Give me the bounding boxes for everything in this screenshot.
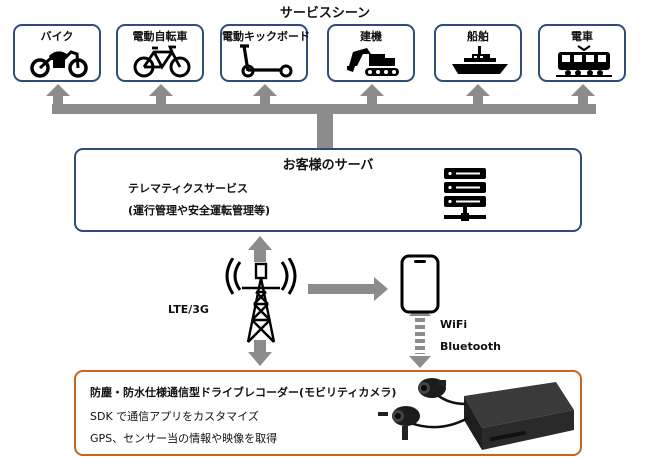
scene-excavator: 建機 <box>327 24 415 82</box>
bicycle-icon <box>133 45 191 78</box>
server-title: お客様のサーバ <box>282 158 374 173</box>
smartphone-icon <box>400 254 440 314</box>
scene-ship: 船舶 <box>434 24 522 82</box>
cell-tower-icon <box>225 258 297 343</box>
scene-kick-scooter: 電動キックボード <box>220 24 310 82</box>
excavator-icon <box>347 48 399 76</box>
server-line2: (運行管理や安全運転管理等) <box>128 204 271 217</box>
ship-icon <box>452 46 508 74</box>
server-rack-icon <box>444 168 486 221</box>
scene-bicycle: 電動自転車 <box>116 24 204 82</box>
recorder-line1: SDK で通信アプリをカスタマイズ <box>90 410 259 423</box>
scene-train: 電車 <box>538 24 626 82</box>
train-icon <box>556 45 612 77</box>
service-scenes-title: サービスシーン <box>279 6 371 21</box>
dashcam-device-icon <box>378 378 574 450</box>
kick-scooter-icon <box>240 44 293 78</box>
server-line1: テレマティクスサービス <box>128 182 249 195</box>
wifi-label: WiFi <box>440 318 468 331</box>
scene-motorcycle: バイク <box>13 24 101 82</box>
scene-label: 電動自転車 <box>132 30 188 43</box>
customer-server-box: お客様のサーバ テレマティクスサービス (運行管理や安全運転管理等) <box>74 148 582 232</box>
scene-label: 船舶 <box>467 30 489 43</box>
scene-label: 電動キックボード <box>222 30 310 43</box>
recorder-line2: GPS、センサー当の情報や映像を取得 <box>90 432 278 445</box>
lte-3g-label: LTE/3G <box>168 303 209 316</box>
scene-label: 建機 <box>360 30 382 43</box>
motorcycle-icon <box>30 50 88 78</box>
bluetooth-label: Bluetooth <box>440 340 501 353</box>
scene-label: 電車 <box>571 30 593 43</box>
recorder-title: 防塵・防水仕様通信型ドライブレコーダー(モビリティカメラ) <box>90 386 397 399</box>
scene-label: バイク <box>40 30 74 43</box>
